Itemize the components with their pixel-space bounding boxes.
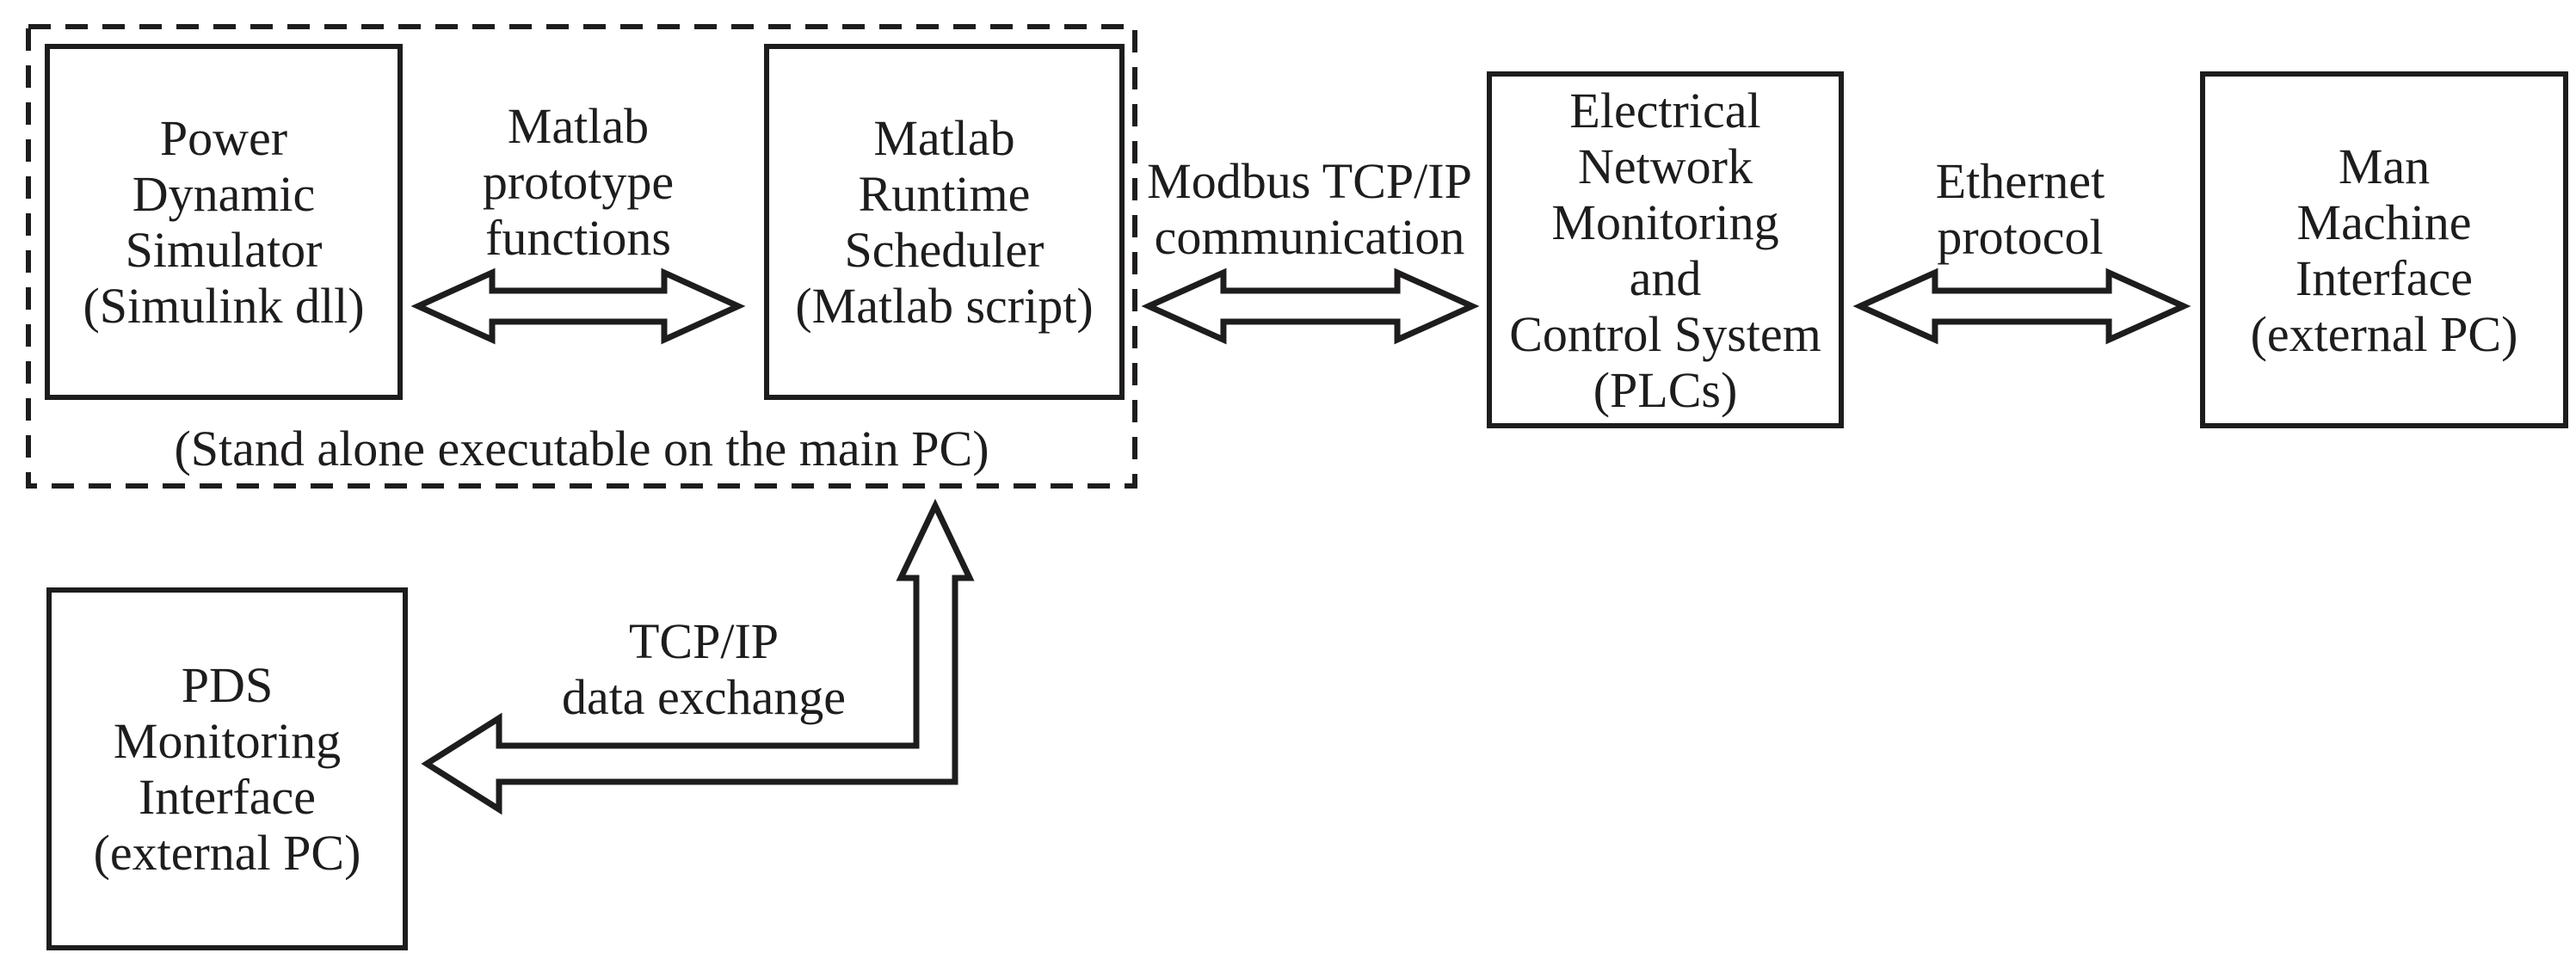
- link-label-line: Modbus TCP/IP: [1147, 153, 1472, 209]
- node-text-line: Power: [159, 110, 288, 166]
- electrical-network-control-system-box: Electrical Network Monitoring and Contro…: [1487, 71, 1844, 428]
- node-text-line: PDS: [181, 657, 274, 713]
- node-text-line: Machine: [2296, 194, 2472, 250]
- link-label-line: functions: [485, 210, 671, 266]
- modbus-tcpip-communication-label: Modbus TCP/IP communication: [1137, 153, 1482, 265]
- double-arrow-shape: [1149, 273, 1472, 340]
- node-text-line: Simulator: [125, 222, 323, 278]
- elbow-arrow-shape: [421, 498, 975, 815]
- group-caption: (Stand alone executable on the main PC): [174, 421, 989, 476]
- double-arrow-shape: [1860, 273, 2184, 340]
- double-arrow-icon-modbus: [1145, 268, 1476, 344]
- node-text-line: Monitoring: [113, 713, 342, 769]
- node-text-line: Control System: [1509, 305, 1821, 362]
- node-text-line: Runtime: [858, 166, 1031, 222]
- link-label-line: TCP/IP: [628, 613, 780, 669]
- elbow-arrow-icon-tcpip: [421, 498, 975, 815]
- node-text-line: (Simulink dll): [83, 278, 365, 334]
- pds-monitoring-interface-box: PDS Monitoring Interface (external PC): [46, 587, 408, 950]
- double-arrow-icon-ethernet: [1857, 268, 2187, 344]
- link-label-line: Ethernet: [1935, 153, 2105, 209]
- matlab-prototype-functions-label: Matlab prototype functions: [406, 98, 750, 266]
- link-label-line: Matlab: [507, 98, 650, 154]
- ethernet-protocol-label: Ethernet protocol: [1848, 153, 2192, 265]
- node-text-line: and: [1629, 249, 1702, 306]
- link-label-line: communication: [1154, 209, 1465, 265]
- double-arrow-icon-prototype: [415, 268, 742, 344]
- node-text-line: Monitoring: [1551, 194, 1779, 250]
- dashed-border-rect: [26, 24, 1137, 489]
- node-text-line: Scheduler: [844, 222, 1045, 278]
- node-text-line: (Matlab script): [795, 278, 1094, 334]
- node-text-line: Interface: [138, 769, 317, 825]
- node-text-line: Man: [2338, 138, 2431, 194]
- power-dynamic-simulator-box: Power Dynamic Simulator (Simulink dll): [45, 44, 403, 400]
- tcpip-data-exchange-label: TCP/IP data exchange: [532, 613, 876, 725]
- matlab-runtime-scheduler-box: Matlab Runtime Scheduler (Matlab script): [764, 44, 1125, 400]
- node-text-line: Electrical: [1569, 82, 1761, 138]
- node-text-line: (external PC): [2250, 305, 2518, 362]
- node-text-line: Dynamic: [132, 166, 316, 222]
- node-text-line: Network: [1578, 138, 1753, 194]
- link-label-line: prototype: [482, 154, 675, 210]
- node-text-line: Matlab: [873, 110, 1015, 166]
- link-label-line: protocol: [1937, 209, 2104, 265]
- link-label-line: data exchange: [561, 669, 847, 725]
- man-machine-interface-box: Man Machine Interface (external PC): [2200, 71, 2568, 428]
- node-text-line: (PLCs): [1593, 361, 1738, 418]
- main-pc-group-frame: [26, 24, 1137, 489]
- double-arrow-shape: [418, 273, 738, 340]
- node-text-line: Interface: [2295, 249, 2474, 306]
- node-text-line: (external PC): [93, 825, 361, 881]
